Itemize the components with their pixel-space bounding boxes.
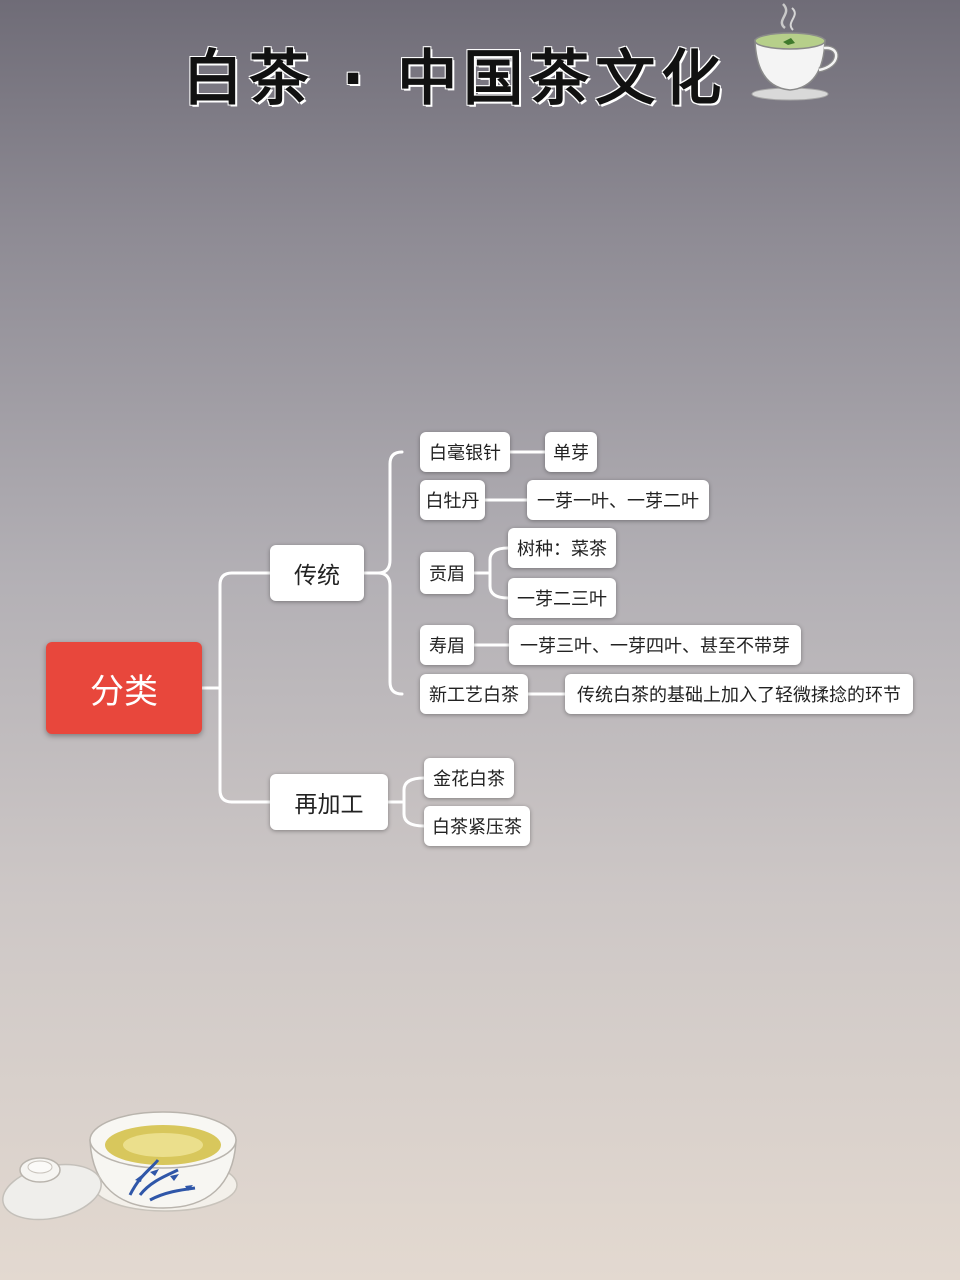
detail-node-tree-variety: 树种：菜茶: [508, 528, 616, 568]
detail-node-gongmei-leaves: 一芽二三叶: [508, 578, 616, 618]
detail-node-bai-mudan-leaves: 一芽一叶、一芽二叶: [527, 480, 709, 520]
page-title: 白茶 · 中国茶文化: [182, 44, 728, 114]
detail-node-new-craft-process: 传统白茶的基础上加入了轻微揉捻的环节: [565, 674, 913, 714]
tea-node-jinhua: 金花白茶: [424, 758, 514, 798]
tea-node-gongmei: 贡眉: [420, 552, 474, 594]
tea-node-baihao-yinzhen: 白毫银针: [420, 432, 510, 472]
tea-node-bai-mudan: 白牡丹: [420, 480, 485, 520]
root-node: 分类: [46, 642, 202, 734]
tea-node-compressed: 白茶紧压茶: [424, 806, 530, 846]
branch-node-reprocessed: 再加工: [270, 774, 388, 830]
detail-node-shoumei-leaves: 一芽三叶、一芽四叶、甚至不带芽: [509, 625, 801, 665]
teacup-icon: [751, 3, 839, 101]
detail-node-single-bud: 单芽: [545, 432, 597, 472]
tea-node-shoumei: 寿眉: [420, 625, 474, 665]
tea-node-new-craft: 新工艺白茶: [420, 674, 528, 714]
gaiwan-teacup-icon: [2, 1111, 238, 1221]
branch-node-traditional: 传统: [270, 545, 364, 601]
